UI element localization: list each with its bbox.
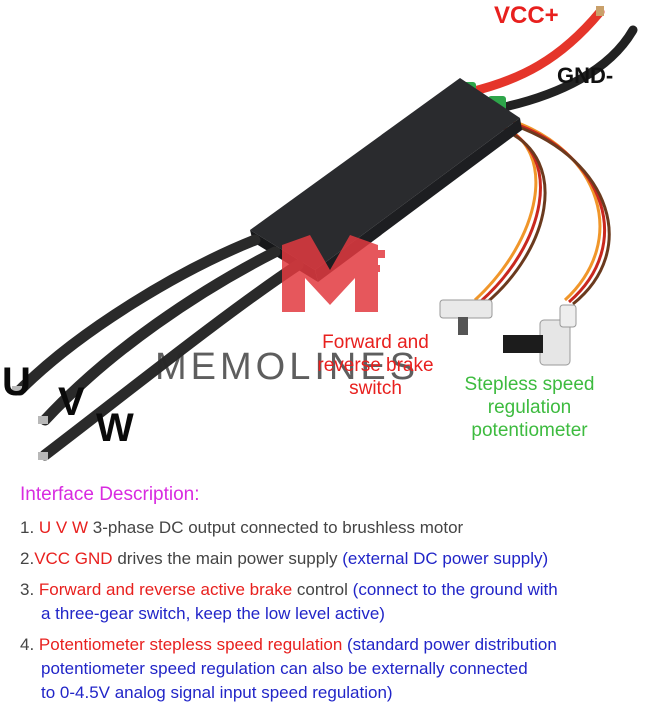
gnd-label: GND-	[557, 63, 614, 88]
item-note-continued: a three-gear switch, keep the low level …	[41, 604, 385, 623]
switch-cable	[473, 123, 547, 306]
watermark-logo	[282, 235, 385, 312]
interface-description: Interface Description: 1. U V W 3-phase …	[20, 484, 640, 712]
phase-w-label: W	[96, 406, 134, 450]
brake-switch	[439, 299, 493, 335]
item-text: drives the main power supply	[117, 549, 338, 568]
item-text: 3-phase DC output connected to brushless…	[92, 518, 464, 537]
potentiometer-label: Stepless speed regulation potentiometer	[464, 374, 595, 441]
item-highlight: U V W	[38, 518, 89, 537]
vcc-wire	[465, 7, 605, 97]
item-note-continued: potentiometer speed regulation can also …	[41, 659, 528, 678]
phase-u-label: U	[2, 360, 31, 404]
item-number: 3.	[20, 580, 35, 599]
potentiometer-cable	[509, 118, 611, 306]
item-number: 2.	[20, 549, 35, 568]
item-number: 1.	[20, 518, 35, 537]
item-note: (connect to the ground with	[352, 580, 558, 599]
description-title: Interface Description:	[20, 484, 200, 505]
wire-u	[14, 234, 261, 396]
phase-v-label: V	[58, 380, 85, 424]
product-photo	[12, 6, 638, 461]
item-note: (standard power distribution	[347, 635, 557, 654]
wire-v	[39, 246, 281, 426]
description-item-3: 3. Forward and reverse active brake cont…	[20, 578, 640, 626]
item-highlight: Potentiometer stepless speed regulation	[38, 635, 343, 654]
item-number: 4.	[20, 635, 35, 654]
description-item-2: 2.VCC GND drives the main power supply (…	[20, 547, 640, 571]
speed-potentiometer	[503, 304, 577, 366]
motor-wires	[14, 234, 304, 461]
item-note: (external DC power supply)	[342, 549, 549, 568]
item-text: control	[296, 580, 348, 599]
switch-label: Forward and reverse brake switch	[317, 332, 434, 399]
item-highlight: Forward and reverse active brake	[38, 580, 293, 599]
description-item-1: 1. U V W 3-phase DC output connected to …	[20, 516, 640, 540]
item-note-continued: to 0-4.5V analog signal input speed regu…	[41, 683, 393, 702]
description-item-4: 4. Potentiometer stepless speed regulati…	[20, 633, 640, 705]
item-highlight: VCC GND	[34, 549, 113, 568]
vcc-label: VCC+	[494, 2, 559, 29]
wire-w	[39, 259, 304, 461]
gnd-wire	[495, 25, 638, 113]
watermark-text: MEMOLINES	[155, 346, 420, 388]
